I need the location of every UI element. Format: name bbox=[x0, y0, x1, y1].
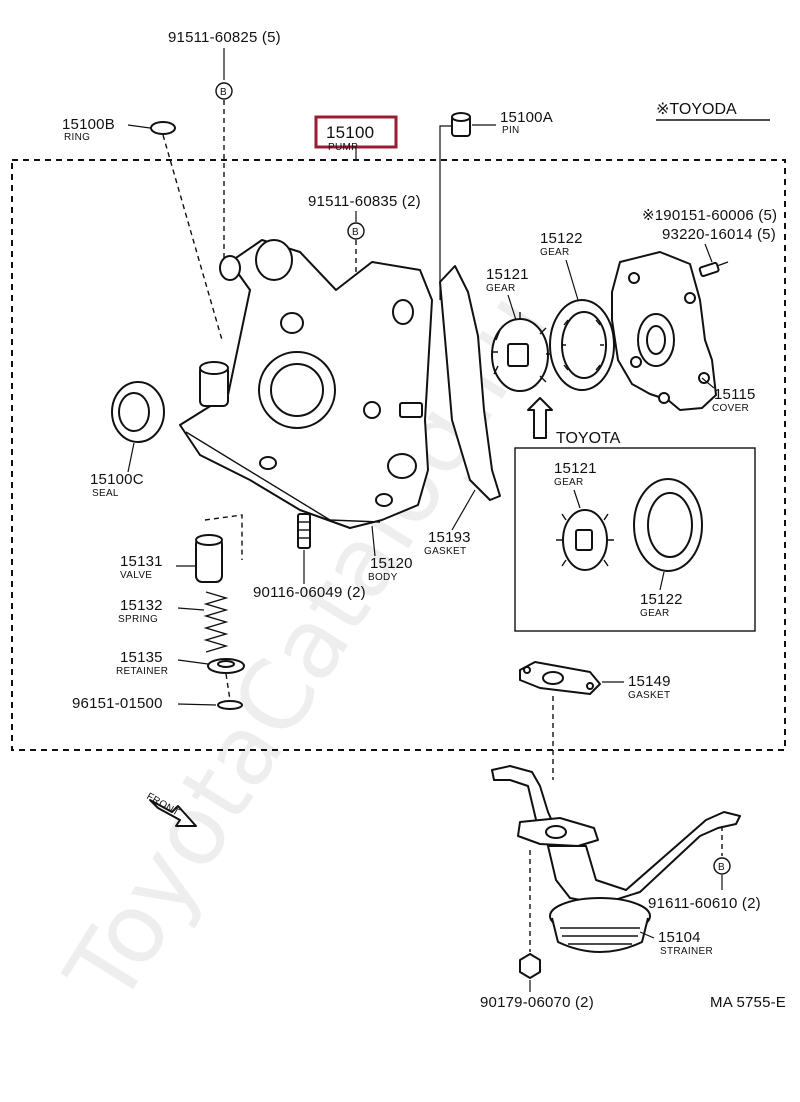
screw-icon bbox=[698, 261, 729, 278]
name-15193: GASKET bbox=[424, 546, 466, 557]
name-15121-box: GEAR bbox=[554, 477, 584, 488]
svg-text:B: B bbox=[352, 227, 359, 238]
label-15132[interactable]: 15132 bbox=[120, 597, 163, 614]
label-15135[interactable]: 15135 bbox=[120, 649, 163, 666]
leader-screw bbox=[704, 243, 713, 263]
name-15121-top: GEAR bbox=[486, 283, 516, 294]
marker-b-icon: B bbox=[347, 222, 365, 240]
retainer-15135-icon bbox=[207, 658, 245, 674]
name-15100A: PIN bbox=[502, 125, 520, 136]
label-15100A[interactable]: 15100A bbox=[500, 109, 553, 126]
leader-15121-top bbox=[507, 294, 517, 321]
name-15120: BODY bbox=[368, 572, 398, 583]
name-15100C: SEAL bbox=[92, 488, 119, 499]
label-93220-16014[interactable]: 93220-16014 (5) bbox=[662, 226, 776, 243]
name-15100B: RING bbox=[64, 132, 90, 143]
name-15149: GASKET bbox=[628, 690, 670, 701]
label-15131[interactable]: 15131 bbox=[120, 553, 163, 570]
label-15100C[interactable]: 15100C bbox=[90, 471, 144, 488]
label-15104[interactable]: 15104 bbox=[658, 929, 701, 946]
stud-bolt-icon bbox=[297, 513, 311, 549]
label-15100B[interactable]: 15100B bbox=[62, 116, 115, 133]
name-15122-top: GEAR bbox=[540, 247, 570, 258]
ring-15100B-icon bbox=[150, 121, 176, 135]
label-91611-60610[interactable]: 91611-60610 (2) bbox=[648, 895, 761, 912]
cover-15115-icon bbox=[611, 251, 717, 411]
leader-15100B bbox=[127, 124, 151, 129]
gear-15121-icon bbox=[491, 312, 552, 392]
label-90179-06070[interactable]: 90179-06070 (2) bbox=[480, 994, 594, 1011]
snap-ring-icon bbox=[217, 700, 243, 710]
label-15193[interactable]: 15193 bbox=[428, 529, 471, 546]
label-15115[interactable]: 15115 bbox=[714, 386, 756, 403]
label-96151-01500[interactable]: 96151-01500 bbox=[72, 695, 163, 712]
gear-15122-icon bbox=[549, 299, 615, 391]
svg-text:B: B bbox=[718, 862, 725, 873]
name-15131: VALVE bbox=[120, 570, 152, 581]
gear-15122-alt-icon bbox=[633, 478, 703, 572]
marker-b-icon: B bbox=[215, 82, 233, 100]
label-90116-06049[interactable]: 90116-06049 (2) bbox=[253, 584, 366, 601]
leader-15100B-b bbox=[162, 134, 223, 341]
label-15121-box[interactable]: 15121 bbox=[554, 460, 597, 477]
label-15122-box[interactable]: 15122 bbox=[640, 591, 683, 608]
label-91511-60835[interactable]: 91511-60835 (2) bbox=[308, 193, 421, 210]
pump-body-15120 bbox=[179, 239, 433, 529]
diagram-code: MA 5755-E bbox=[710, 994, 786, 1011]
gear-15121-alt-icon bbox=[556, 509, 614, 571]
svg-text:B: B bbox=[220, 87, 227, 98]
strainer-15104-icon bbox=[491, 765, 741, 953]
label-15121-top[interactable]: 15121 bbox=[486, 266, 529, 283]
leader-96151-01500 bbox=[177, 703, 217, 706]
valve-guide-line bbox=[204, 514, 243, 560]
assembly-frame bbox=[11, 159, 786, 751]
name-15132: SPRING bbox=[118, 614, 158, 625]
leader-15132 bbox=[177, 607, 205, 611]
label-15122-top[interactable]: 15122 bbox=[540, 230, 583, 247]
name-15100: PUMP bbox=[328, 142, 358, 153]
leader-15122-top bbox=[565, 259, 579, 301]
leader-15104 bbox=[639, 931, 655, 939]
valve-15131-icon bbox=[195, 534, 223, 583]
leader-15122-box bbox=[659, 571, 665, 591]
label-15100[interactable]: 15100 bbox=[326, 123, 374, 142]
note-toyota: TOYOTA bbox=[556, 430, 621, 447]
label-15120[interactable]: 15120 bbox=[370, 555, 413, 572]
retainer-guide-line bbox=[225, 673, 231, 701]
name-15135: RETAINER bbox=[116, 666, 168, 677]
label-15149[interactable]: 15149 bbox=[628, 673, 671, 690]
leader-15121-box bbox=[573, 489, 581, 509]
leader-15120 bbox=[371, 525, 376, 557]
seal-15100C-icon bbox=[111, 381, 165, 443]
name-15115: COVER bbox=[712, 403, 749, 414]
name-15122-box: GEAR bbox=[640, 608, 670, 619]
marker-b-icon: B bbox=[713, 857, 731, 875]
leader-15100A-pin bbox=[439, 125, 452, 300]
spring-15132-icon bbox=[203, 591, 229, 653]
front-arrow-icon bbox=[149, 799, 197, 827]
pin-15100A-icon bbox=[451, 112, 471, 137]
label-91511-60825[interactable]: 91511-60825 (5) bbox=[168, 29, 281, 46]
gasket-15193-icon bbox=[439, 265, 501, 501]
leader-15115 bbox=[701, 377, 715, 389]
note-toyoda: ※TOYODA bbox=[656, 101, 737, 118]
name-15104: STRAINER bbox=[660, 946, 713, 957]
leader-15100C bbox=[127, 442, 135, 473]
leader-15135 bbox=[177, 659, 209, 665]
label-190151-60006[interactable]: ※190151-60006 (5) bbox=[642, 207, 777, 224]
gasket-15149-icon bbox=[519, 661, 601, 695]
arrow-up-icon bbox=[527, 397, 553, 439]
leader-15193 bbox=[451, 489, 476, 531]
nut-icon bbox=[519, 953, 541, 979]
toyota-variant-box bbox=[514, 447, 756, 632]
